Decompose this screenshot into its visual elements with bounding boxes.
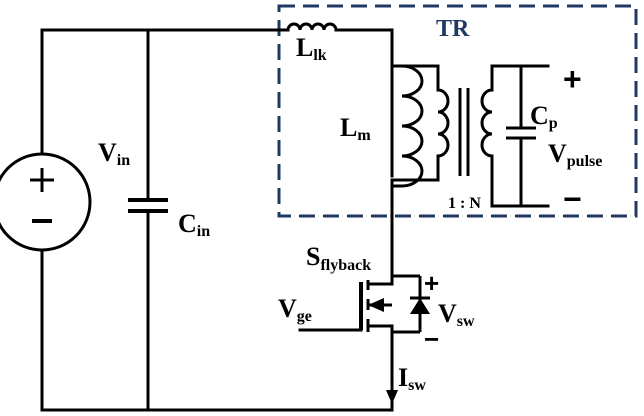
vge-label: Vge <box>278 294 312 325</box>
vpulse-plus: + <box>563 61 582 97</box>
input-voltage-source <box>0 152 92 252</box>
leakage-inductor <box>286 22 338 31</box>
sflyback-label: Sflyback <box>306 242 371 274</box>
transformer-box <box>277 4 638 218</box>
wire-left-loop <box>40 28 290 154</box>
cin-label: Cin <box>178 209 210 240</box>
vin-label: Vin <box>98 138 130 169</box>
turns-ratio-label: 1 : N <box>448 195 481 212</box>
magnetizing-inductor <box>392 64 424 188</box>
vsw-minus: − <box>424 324 439 354</box>
wire-top-right <box>334 28 394 68</box>
vpulse-label: Vpulse <box>548 139 602 170</box>
vsw-plus: + <box>424 268 439 298</box>
isw-label: Isw <box>398 363 426 394</box>
parasitic-capacitor <box>506 64 536 208</box>
isw-arrow <box>386 390 398 404</box>
vsw-label: Vsw <box>438 299 475 330</box>
llk-label: Llk <box>296 33 327 64</box>
secondary-winding <box>480 66 494 180</box>
primary-winding <box>436 66 450 180</box>
lm-label: Lm <box>340 113 371 144</box>
flyback-switch <box>359 274 430 334</box>
tr-label: TR <box>436 16 470 42</box>
vpulse-minus: − <box>563 181 582 217</box>
cp-label: Cp <box>530 101 558 132</box>
input-capacitor <box>128 28 168 412</box>
